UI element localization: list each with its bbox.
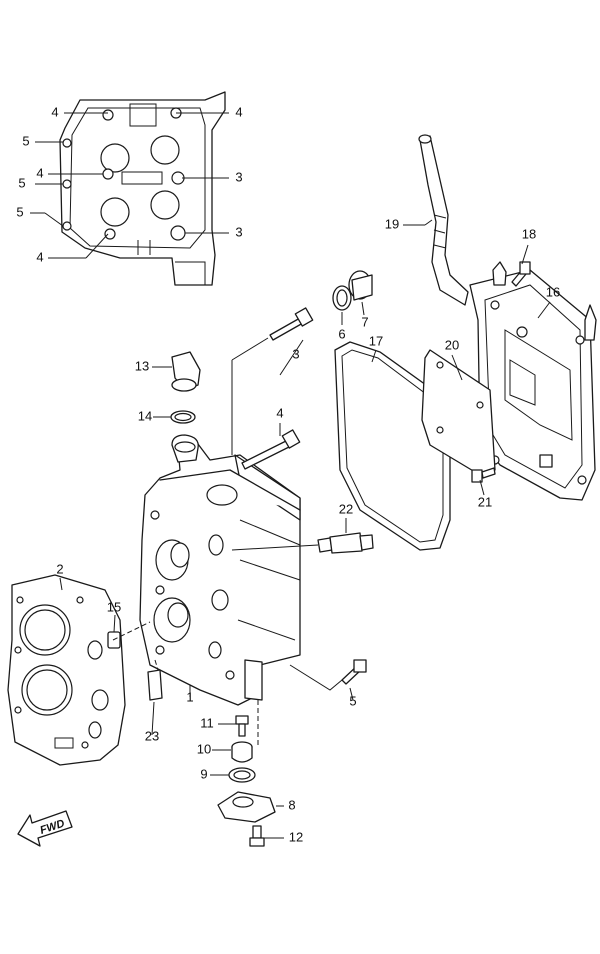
callout-4: 4 bbox=[276, 405, 283, 420]
callout-labels: 4 4 5 4 3 5 5 3 4 19 18 16 6 7 3 13 17 2… bbox=[16, 104, 560, 844]
plug-7 bbox=[348, 270, 373, 301]
callout-14: 14 bbox=[138, 408, 152, 423]
callout-19: 19 bbox=[385, 216, 399, 231]
callout-2: 2 bbox=[56, 561, 63, 576]
callout-20: 20 bbox=[445, 337, 459, 352]
callout-6: 6 bbox=[338, 326, 345, 341]
callout-7: 7 bbox=[361, 314, 368, 329]
oil-filler-cap bbox=[171, 351, 201, 392]
callout-5: 5 bbox=[16, 204, 23, 219]
callout-21: 21 bbox=[478, 494, 492, 509]
callout-10: 10 bbox=[197, 741, 211, 756]
callout-3: 3 bbox=[235, 224, 242, 239]
callout-5: 5 bbox=[18, 175, 25, 190]
breather-hose bbox=[418, 134, 469, 306]
bolt-21 bbox=[471, 467, 496, 483]
callout-13: 13 bbox=[135, 358, 149, 373]
callout-5: 5 bbox=[349, 693, 356, 708]
callout-3: 3 bbox=[292, 346, 299, 361]
cover-8 bbox=[217, 791, 276, 823]
callout-17: 17 bbox=[369, 333, 383, 348]
bolt-12 bbox=[249, 825, 265, 847]
callout-18: 18 bbox=[522, 226, 536, 241]
bolt-11 bbox=[235, 715, 249, 737]
spark-plug bbox=[317, 532, 374, 554]
callout-4: 4 bbox=[235, 104, 242, 119]
callout-4: 4 bbox=[51, 104, 58, 119]
callout-leaders bbox=[30, 112, 551, 839]
head-gasket bbox=[7, 574, 126, 766]
callout-15: 15 bbox=[107, 599, 121, 614]
callout-9: 9 bbox=[200, 766, 207, 781]
fwd-arrow-icon: FWD bbox=[17, 810, 73, 847]
callout-4: 4 bbox=[36, 249, 43, 264]
callout-4: 4 bbox=[36, 165, 43, 180]
callout-16: 16 bbox=[546, 284, 560, 299]
bolt-3 bbox=[269, 307, 314, 341]
callout-22: 22 bbox=[339, 501, 353, 516]
head-cover bbox=[469, 261, 597, 501]
inset-head-bolt-view bbox=[59, 91, 226, 286]
cylinder-head bbox=[139, 434, 301, 706]
callout-8: 8 bbox=[288, 797, 295, 812]
callout-1: 1 bbox=[186, 689, 193, 704]
callout-11: 11 bbox=[200, 715, 214, 730]
callout-12: 12 bbox=[289, 829, 303, 844]
cover-gasket-seal bbox=[334, 341, 451, 551]
bolt-18 bbox=[511, 261, 531, 287]
bolt-4 bbox=[241, 429, 301, 470]
bushing-10 bbox=[231, 741, 253, 763]
cover-plate bbox=[421, 349, 496, 476]
bolt-5 bbox=[341, 659, 367, 685]
callout-23: 23 bbox=[145, 728, 159, 743]
callout-5: 5 bbox=[22, 133, 29, 148]
dowel-pin-23 bbox=[147, 669, 163, 701]
callout-3: 3 bbox=[235, 169, 242, 184]
